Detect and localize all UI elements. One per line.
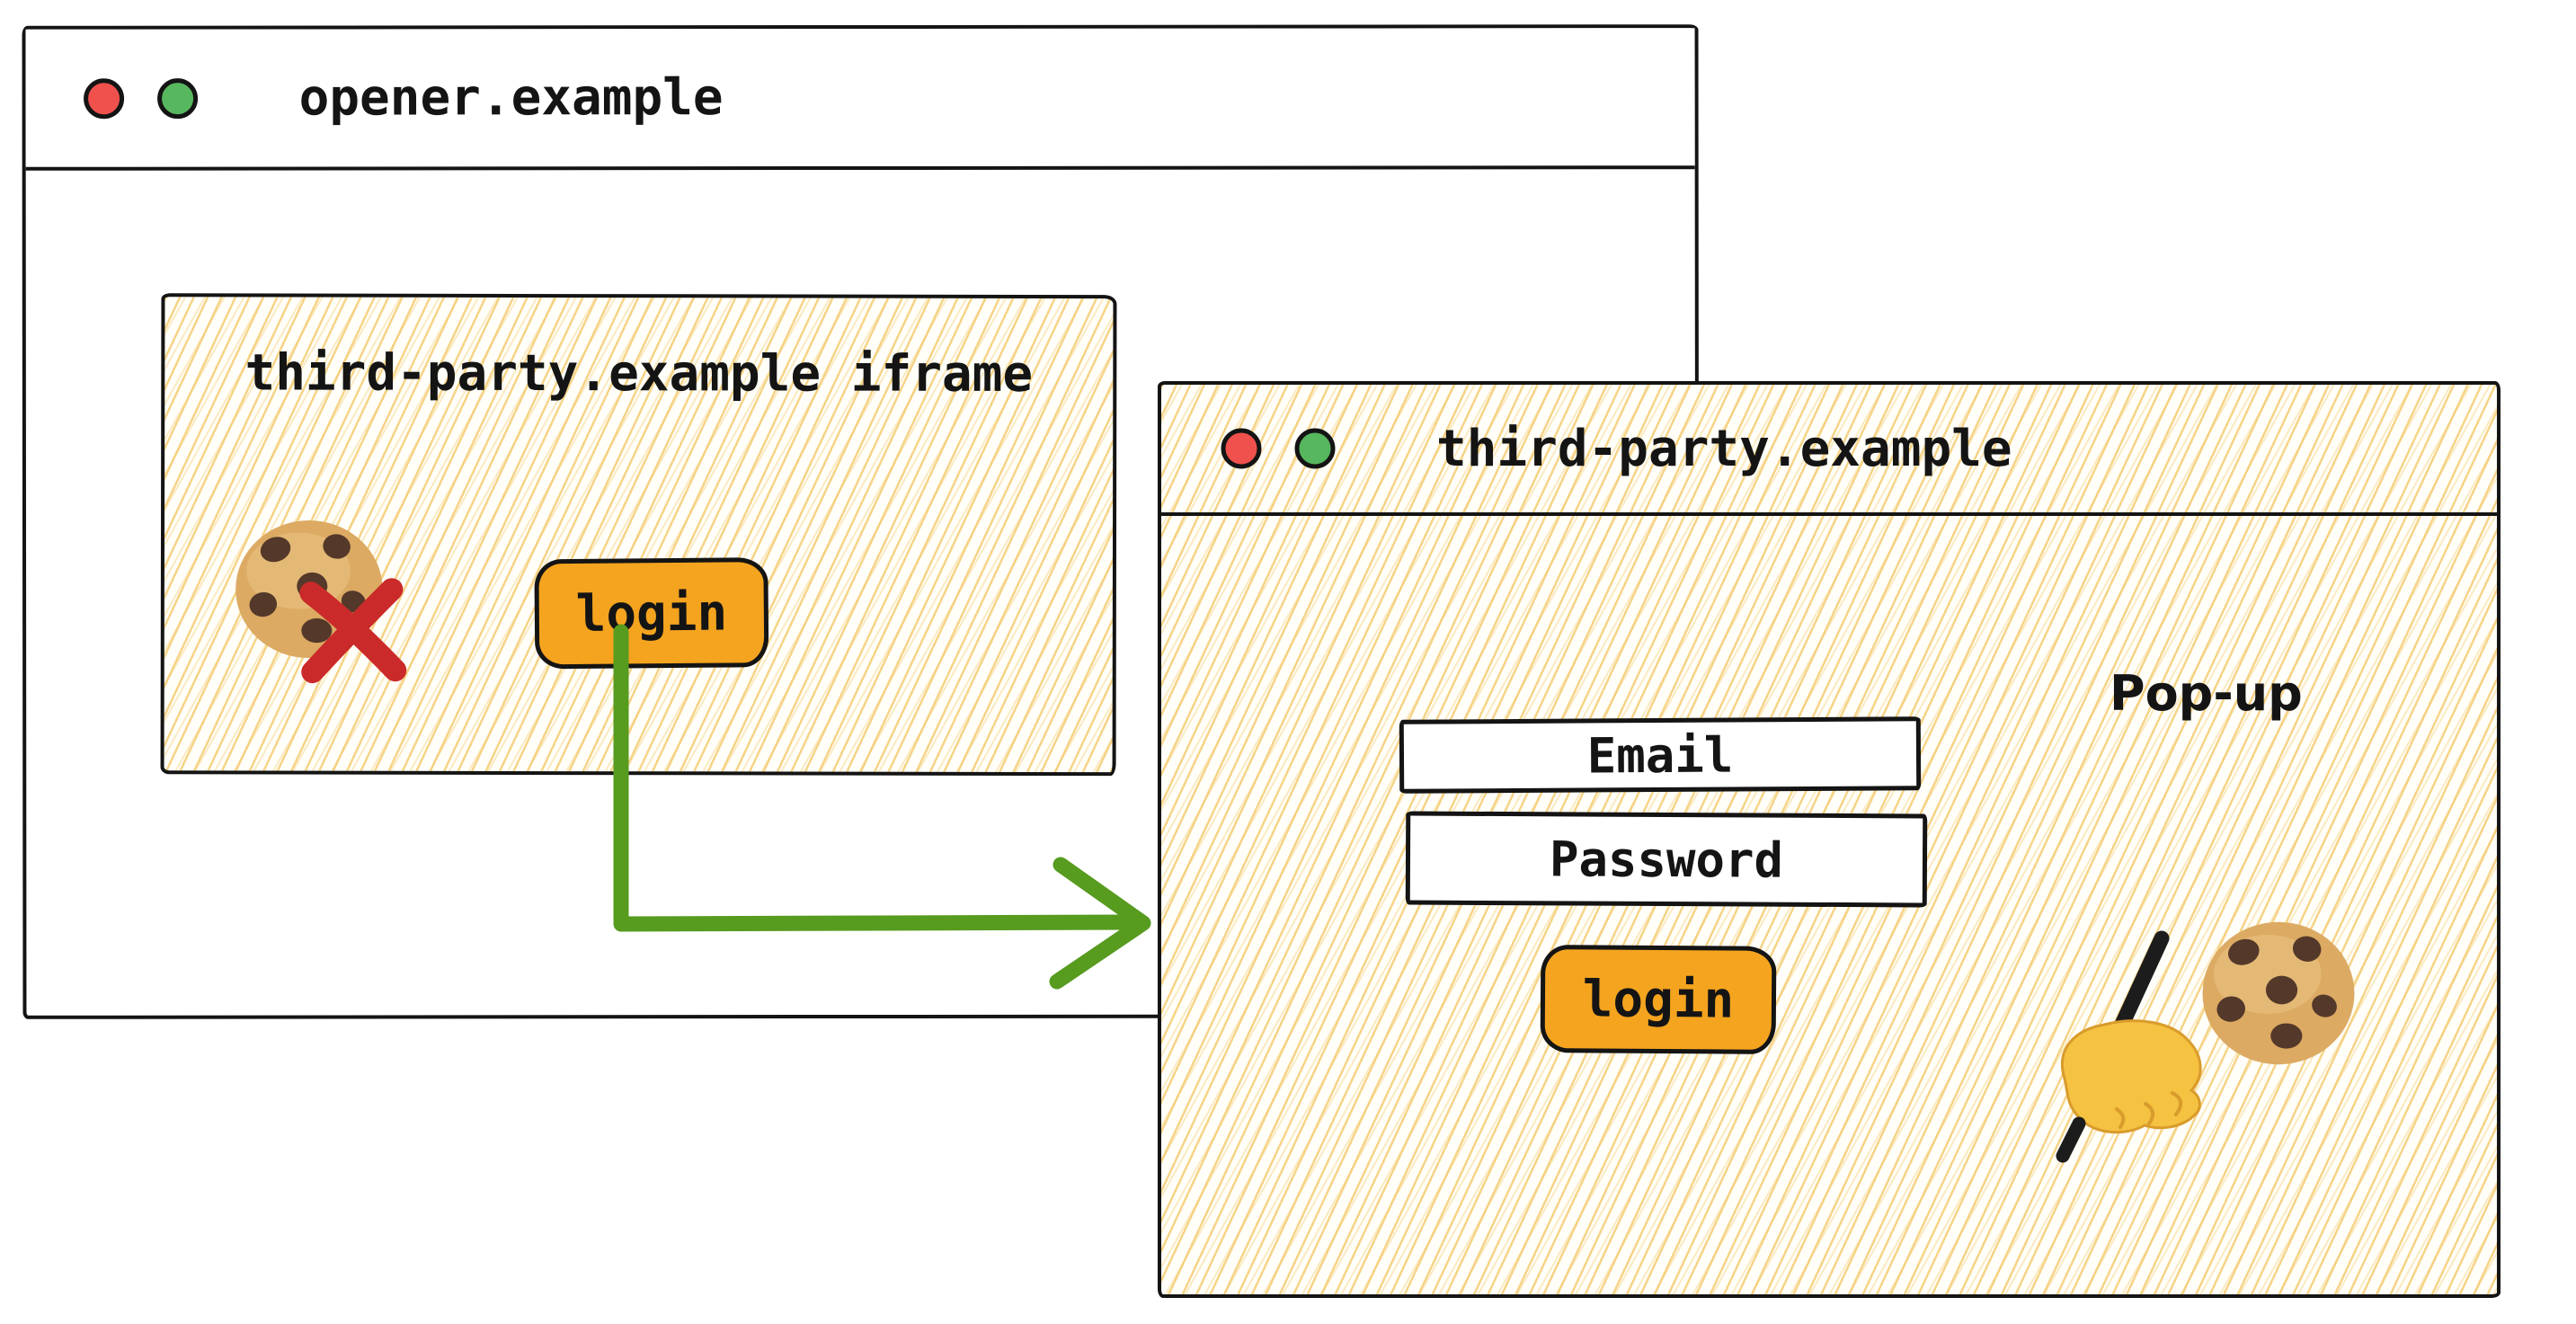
- close-traffic-light-icon[interactable]: [1219, 426, 1264, 471]
- iframe-login-button[interactable]: login: [534, 557, 769, 670]
- maximize-traffic-light-icon[interactable]: [1292, 426, 1337, 471]
- email-field[interactable]: [1399, 716, 1922, 794]
- maximize-traffic-light-icon[interactable]: [155, 76, 200, 120]
- blocked-cookie-icon: [232, 517, 416, 692]
- password-field[interactable]: [1405, 811, 1928, 908]
- popup-window: third-party.example login Pop-up: [1158, 381, 2500, 1298]
- popup-window-title: third-party.example: [1436, 419, 2012, 478]
- popup-annotation: Pop-up: [2110, 665, 2303, 722]
- cookie-icon: [2202, 921, 2355, 1065]
- third-party-iframe: third-party.example iframe login: [160, 293, 1117, 777]
- popup-login-button[interactable]: login: [1540, 945, 1777, 1054]
- blocked-x-icon: [299, 578, 407, 684]
- opener-titlebar: opener.example: [25, 28, 1695, 171]
- close-traffic-light-icon[interactable]: [82, 76, 127, 120]
- writing-hand-icon: [2056, 930, 2202, 1163]
- opener-window: opener.example third-party.example ifram…: [22, 24, 1700, 1019]
- opener-window-title: opener.example: [298, 68, 724, 128]
- popup-titlebar: third-party.example: [1161, 385, 2497, 516]
- iframe-heading: third-party.example iframe: [244, 343, 1034, 404]
